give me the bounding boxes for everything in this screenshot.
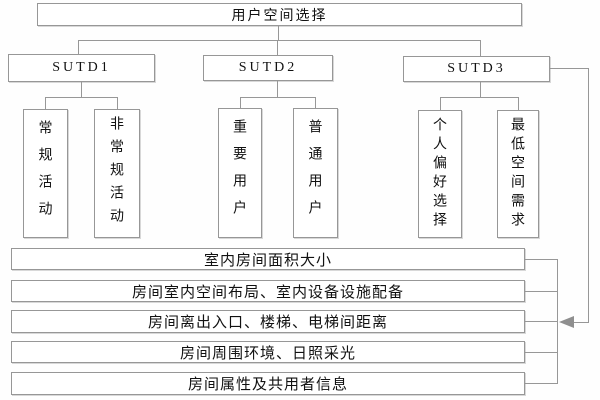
connector-root-drop — [278, 26, 279, 40]
connector-stub-row3 — [525, 321, 557, 322]
node-personal-preference-selection: 个人偏好选择 — [418, 110, 462, 238]
node-sutd3: SUTD3 — [403, 56, 550, 82]
criteria-row-attributes-cousers-label: 房间属性及共用者信息 — [187, 376, 348, 393]
connector-arrow-line — [573, 322, 589, 323]
node-personal-preference-selection-label: 个人偏好选择 — [432, 117, 448, 231]
connector-stub-row5 — [525, 383, 557, 384]
node-ordinary-user: 普通用户 — [293, 108, 338, 238]
connector-sutd2-child2-drop — [315, 97, 316, 108]
criteria-row-layout-equipment-label: 房间室内空间布局、室内设备设施配备 — [131, 283, 404, 301]
criteria-row-room-area: 室内房间面积大小 — [11, 248, 525, 270]
connector-sutd3-right — [550, 68, 588, 69]
connector-sutd3-drop — [480, 82, 481, 97]
connector-sutd3-branch — [440, 97, 518, 98]
connector-drop-sutd2 — [277, 40, 278, 55]
node-minimum-space-requirement-label: 最低空间需求 — [510, 117, 526, 231]
node-sutd2: SUTD2 — [203, 55, 333, 81]
criteria-row-environment-lighting-label: 房间周围环境、日照采光 — [179, 344, 356, 362]
connector-sutd3-child2-drop — [518, 97, 519, 110]
criteria-row-environment-lighting: 房间周围环境、日照采光 — [11, 341, 525, 363]
node-regular-activity: 常规活动 — [23, 109, 68, 238]
node-user-space-selection: 用户空间选择 — [37, 3, 522, 26]
node-ordinary-user-label: 普通用户 — [307, 119, 324, 227]
node-non-regular-activity-label: 非常规活动 — [109, 116, 125, 231]
connector-sutd2-child1-drop — [240, 97, 241, 108]
node-non-regular-activity: 非常规活动 — [94, 109, 140, 238]
connector-sutd1-branch — [45, 97, 117, 98]
node-minimum-space-requirement: 最低空间需求 — [497, 110, 539, 238]
connector-stub-row4 — [525, 352, 557, 353]
node-sutd3-label: SUTD3 — [447, 61, 506, 76]
connector-sutd2-branch — [240, 97, 315, 98]
criteria-row-layout-equipment: 房间室内空间布局、室内设备设施配备 — [11, 280, 525, 302]
connector-sutd1-drop — [81, 82, 82, 97]
connector-sutd1-child1-drop — [45, 97, 46, 109]
node-user-space-selection-label: 用户空间选择 — [231, 6, 328, 23]
node-important-user: 重要用户 — [218, 108, 262, 238]
connector-drop-sutd1 — [78, 40, 79, 54]
node-regular-activity-label: 常规活动 — [37, 119, 54, 228]
criteria-row-attributes-cousers: 房间属性及共用者信息 — [11, 372, 525, 395]
criteria-row-room-area-label: 室内房间面积大小 — [203, 251, 332, 269]
criteria-row-distance: 房间离出入口、楼梯、电梯间距离 — [11, 310, 525, 333]
connector-sutd3-child1-drop — [440, 97, 441, 110]
connector-stub-row1 — [525, 259, 557, 260]
node-sutd2-label: SUTD2 — [238, 60, 298, 75]
node-sutd1-label: SUTD1 — [52, 60, 111, 75]
connector-sutd2-drop — [277, 81, 278, 97]
node-sutd1: SUTD1 — [8, 54, 155, 82]
criteria-row-distance-label: 房间离出入口、楼梯、电梯间距离 — [147, 314, 388, 331]
arrow-left-icon — [559, 316, 574, 328]
node-important-user-label: 重要用户 — [232, 119, 248, 227]
connector-criteria-bus — [557, 259, 558, 384]
connector-right-vertical — [588, 68, 589, 323]
connector-distribution-line — [78, 40, 481, 41]
connector-stub-row2 — [525, 291, 557, 292]
connector-sutd1-child2-drop — [117, 97, 118, 109]
connector-drop-sutd3 — [480, 40, 481, 56]
